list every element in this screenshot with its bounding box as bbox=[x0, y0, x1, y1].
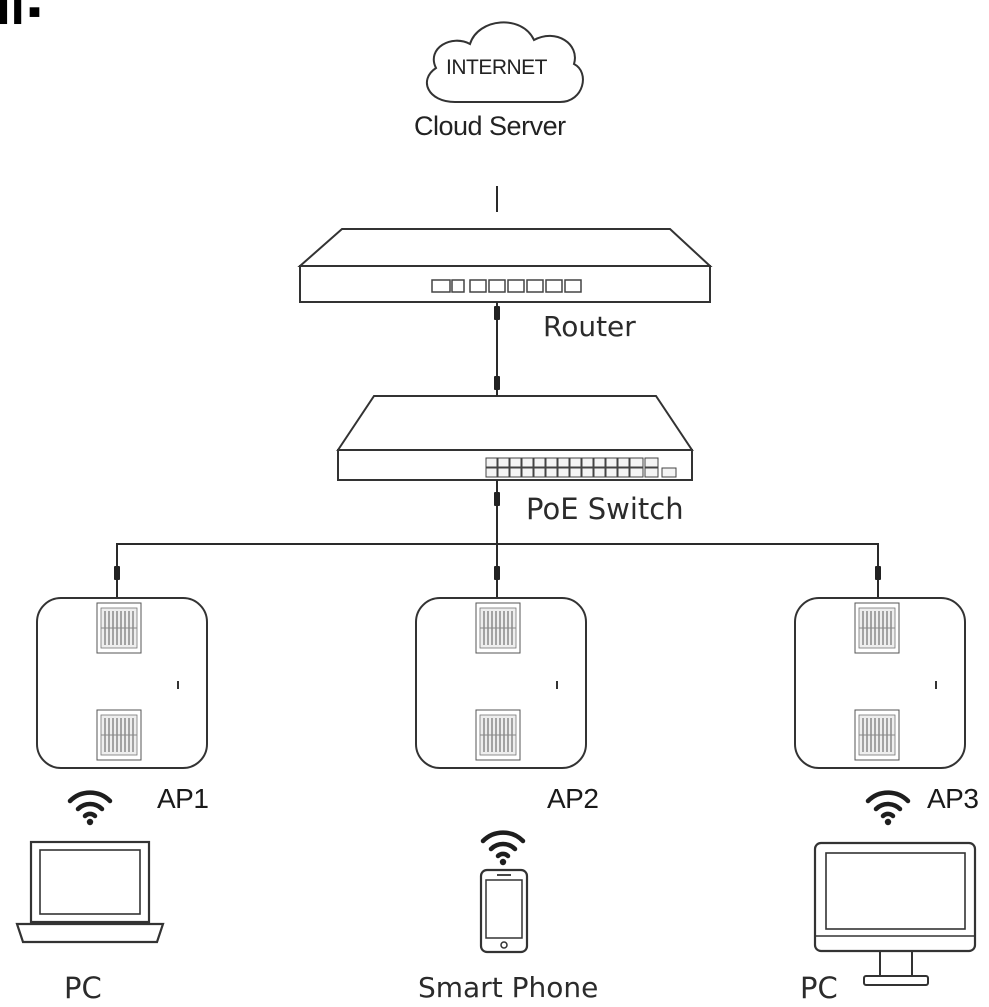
cloud-server-label: Cloud Server bbox=[414, 111, 566, 141]
cable-connectors bbox=[114, 306, 881, 580]
pc-left-label: PC bbox=[64, 971, 102, 1005]
wifi-icon bbox=[868, 793, 908, 826]
pc-right-label: PC bbox=[800, 971, 838, 1005]
smart-phone-label: Smart Phone bbox=[418, 971, 599, 1004]
internet-label: INTERNET bbox=[446, 56, 548, 79]
ap1-label: AP1 bbox=[157, 783, 209, 814]
desktop-monitor-icon bbox=[813, 841, 977, 986]
laptop-icon bbox=[15, 840, 165, 944]
ap2-label: AP2 bbox=[547, 783, 599, 814]
access-point-2-icon bbox=[415, 597, 587, 769]
cloud-icon bbox=[425, 21, 584, 103]
wifi-icon bbox=[483, 833, 523, 866]
ap3-label: AP3 bbox=[927, 783, 979, 814]
smartphone-icon bbox=[479, 868, 529, 954]
wifi-icon bbox=[70, 793, 110, 826]
access-point-1-icon bbox=[36, 597, 208, 769]
poe-switch-icon bbox=[336, 395, 694, 481]
access-point-3-icon bbox=[794, 597, 966, 769]
corner-marks: ▌▌■ bbox=[0, 1, 41, 23]
poe-switch-label: PoE Switch bbox=[526, 492, 684, 526]
router-icon bbox=[297, 228, 713, 303]
router-label: Router bbox=[543, 310, 636, 343]
